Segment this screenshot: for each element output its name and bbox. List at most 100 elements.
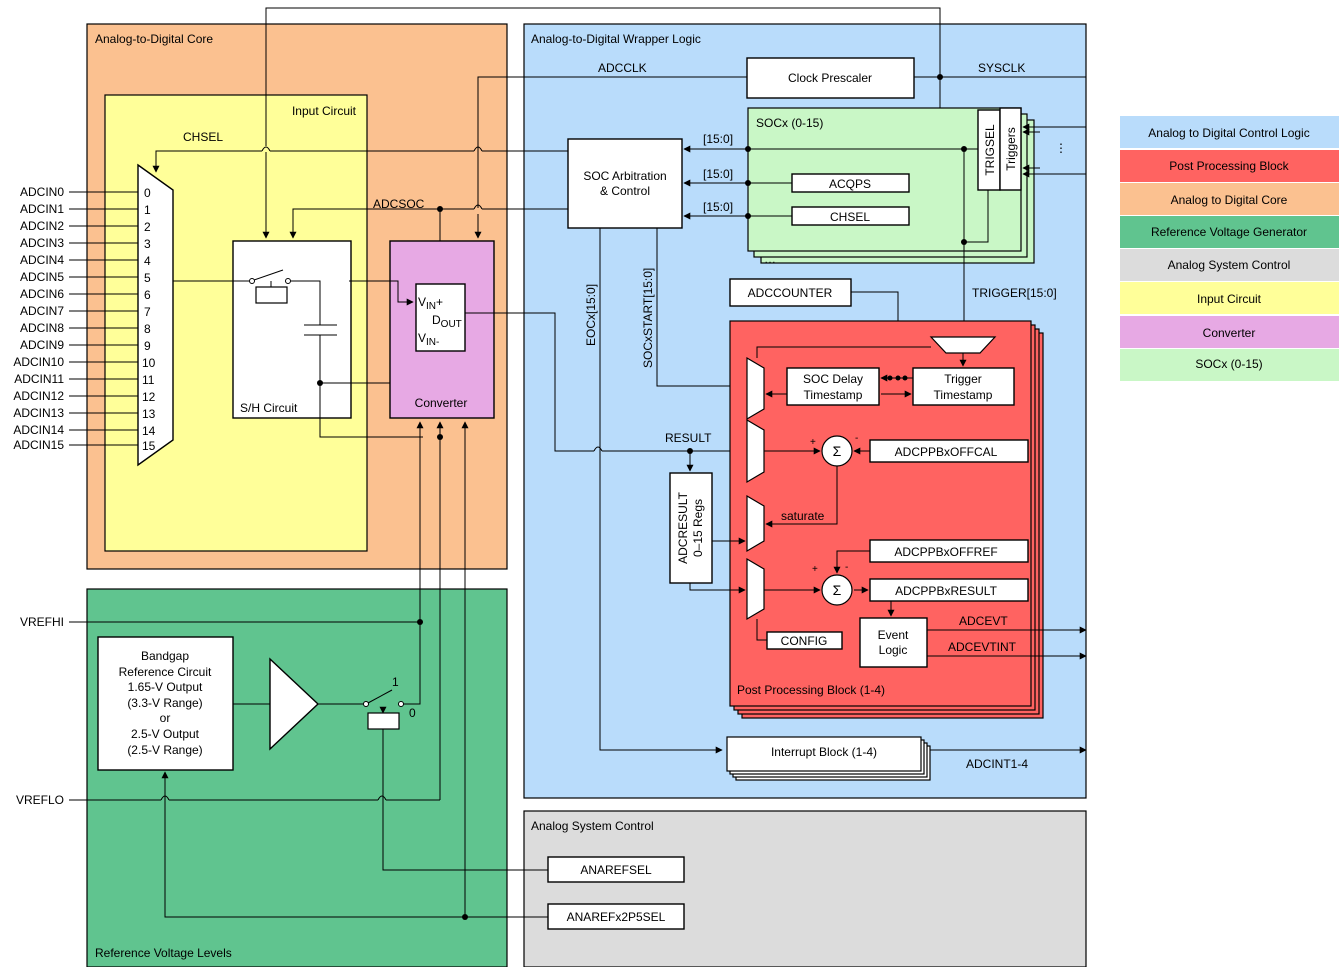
- ppb-mux-3: [746, 494, 765, 553]
- adcin-label: ADCIN1: [20, 202, 64, 216]
- trigger-select-mux: [929, 336, 997, 354]
- input-mux: [137, 163, 174, 467]
- soc-arbitration-label-1: SOC Arbitration: [583, 169, 666, 183]
- legend-swatch: [1120, 249, 1339, 281]
- adcevt-label: ADCEVT: [959, 614, 1008, 628]
- anarefsel-label: ANAREFSEL: [580, 863, 652, 877]
- bandgap-line: (3.3-V Range): [127, 696, 202, 710]
- legend-label: Reference Voltage Generator: [1151, 225, 1307, 239]
- legend-swatch: [1120, 116, 1339, 148]
- mux-number: 6: [144, 288, 151, 302]
- mux-number: 15: [142, 439, 156, 453]
- ppbresult-register: [869, 578, 1029, 602]
- trigger-timestamp-label-1: Trigger: [944, 372, 982, 386]
- event-logic-block: [859, 617, 928, 668]
- adc-input-labels: ADCIN0 ADCIN1 ADCIN2 ADCIN3 ADCIN4 ADCIN…: [13, 185, 64, 452]
- bandgap-line: Bandgap: [141, 649, 189, 663]
- sh-circuit-block: [232, 240, 352, 419]
- legend-swatch: [1120, 316, 1339, 348]
- mux-number: 1: [144, 203, 151, 217]
- bandgap-line: 2.5-V Output: [131, 727, 200, 741]
- mux-number: 4: [144, 254, 151, 268]
- soc-delay-label-1: SOC Delay: [803, 372, 863, 386]
- triggers-mux: [999, 107, 1022, 191]
- mux-number: 0: [144, 186, 151, 200]
- socx-hdots: …: [764, 252, 776, 266]
- legend-swatch: [1120, 282, 1339, 314]
- offcal-label: ADCPPBxOFFCAL: [895, 445, 998, 459]
- bandgap-line: or: [160, 711, 171, 725]
- ppb-mux-2: [746, 418, 765, 484]
- legend-label: Analog System Control: [1168, 258, 1291, 272]
- mux-number: 14: [142, 424, 156, 438]
- bandgap-block: [97, 636, 234, 771]
- minus-sign-1: -: [855, 433, 858, 444]
- legend-swatch: [1120, 183, 1339, 215]
- plus-sign-2: +: [812, 564, 818, 575]
- adcresult-label-1: ADCRESULT: [676, 491, 690, 563]
- trigsel-label: TRIGSEL: [983, 124, 997, 176]
- trigger-timestamp: [912, 367, 1015, 406]
- adcint-label: ADCINT1-4: [966, 757, 1028, 771]
- trigger-bus-label: TRIGGER[15:0]: [972, 286, 1057, 300]
- config-label: CONFIG: [781, 634, 828, 648]
- adcin-label: ADCIN0: [20, 185, 64, 199]
- chsel-label: CHSEL: [183, 130, 223, 144]
- sum-symbol-1: Σ: [833, 443, 842, 459]
- adcin-label: ADCIN12: [13, 389, 64, 403]
- bandgap-text: Bandgap Reference Circuit 1.65-V Output …: [119, 649, 212, 757]
- adc-input-wires: [69, 191, 138, 446]
- legend: Analog to Digital Control Logic Post Pro…: [1120, 116, 1339, 381]
- vreflo-label: VREFLO: [16, 793, 64, 807]
- soc-arbitration-label-2: & Control: [600, 184, 650, 198]
- triggers-label: Triggers: [1004, 127, 1018, 171]
- adcin-label: ADCIN11: [14, 372, 64, 386]
- mux-number: 3: [144, 237, 151, 251]
- saturate-label: saturate: [781, 509, 825, 523]
- sum-node-2: [821, 574, 853, 606]
- mux-number: 12: [142, 390, 156, 404]
- system-region: [523, 810, 1087, 967]
- system-title: Analog System Control: [531, 819, 654, 833]
- bus-label-2: [15:0]: [703, 167, 733, 181]
- soc-delay-label-2: Timestamp: [804, 388, 863, 402]
- adcin-label: ADCIN13: [13, 406, 64, 420]
- legend-label: Input Circuit: [1197, 292, 1262, 306]
- plus-sign-1: +: [810, 437, 816, 448]
- mux-numbers: 0 1 2 3 4 5 6 7 8 9 10 11 12 13 14 15: [142, 186, 156, 453]
- adcin-label: ADCIN15: [13, 438, 64, 452]
- chsel-register-label: CHSEL: [830, 210, 870, 224]
- switch-0-label: 0: [409, 706, 416, 720]
- legend-swatch: [1120, 150, 1339, 182]
- converter-label: Converter: [415, 396, 468, 410]
- legend-label: Analog to Digital Core: [1171, 193, 1288, 207]
- mux-number: 13: [142, 407, 156, 421]
- vin-plus-pin: VIN+: [418, 295, 443, 312]
- sum-symbol-2: Σ: [833, 582, 842, 598]
- clock-prescaler-label: Clock Prescaler: [788, 71, 872, 85]
- bandgap-line: 1.65-V Output: [128, 680, 203, 694]
- anarefx2p5sel-label: ANAREFx2P5SEL: [567, 910, 666, 924]
- legend-label: Converter: [1203, 326, 1256, 340]
- adcsoc-label: ADCSOC: [373, 197, 425, 211]
- clock-prescaler-block: [746, 57, 915, 99]
- legend-label: Analog to Digital Control Logic: [1148, 126, 1309, 140]
- offref-label: ADCPPBxOFFREF: [894, 545, 997, 559]
- vin-minus-pin: VIN-: [418, 331, 439, 348]
- input-circuit-title: Input Circuit: [292, 104, 357, 118]
- adccounter-register: [729, 278, 852, 307]
- ppb-mux-1: [746, 356, 765, 421]
- event-logic-label-2: Logic: [879, 643, 908, 657]
- soc-delay-timestamp: [786, 367, 880, 406]
- anarefx2p5sel-register: [547, 903, 685, 930]
- adcin-label: ADCIN10: [13, 355, 64, 369]
- trigger-timestamp-label-2: Timestamp: [934, 388, 993, 402]
- wrapper-title: Analog-to-Digital Wrapper Logic: [531, 32, 701, 46]
- minus-sign-2: -: [845, 562, 848, 573]
- soc-arbitration-block: [567, 138, 683, 229]
- sh-circuit-label: S/H Circuit: [240, 401, 298, 415]
- bus-label-1: [15:0]: [703, 132, 733, 146]
- interrupt-block: [726, 736, 922, 772]
- anarefsel-register: [547, 856, 685, 883]
